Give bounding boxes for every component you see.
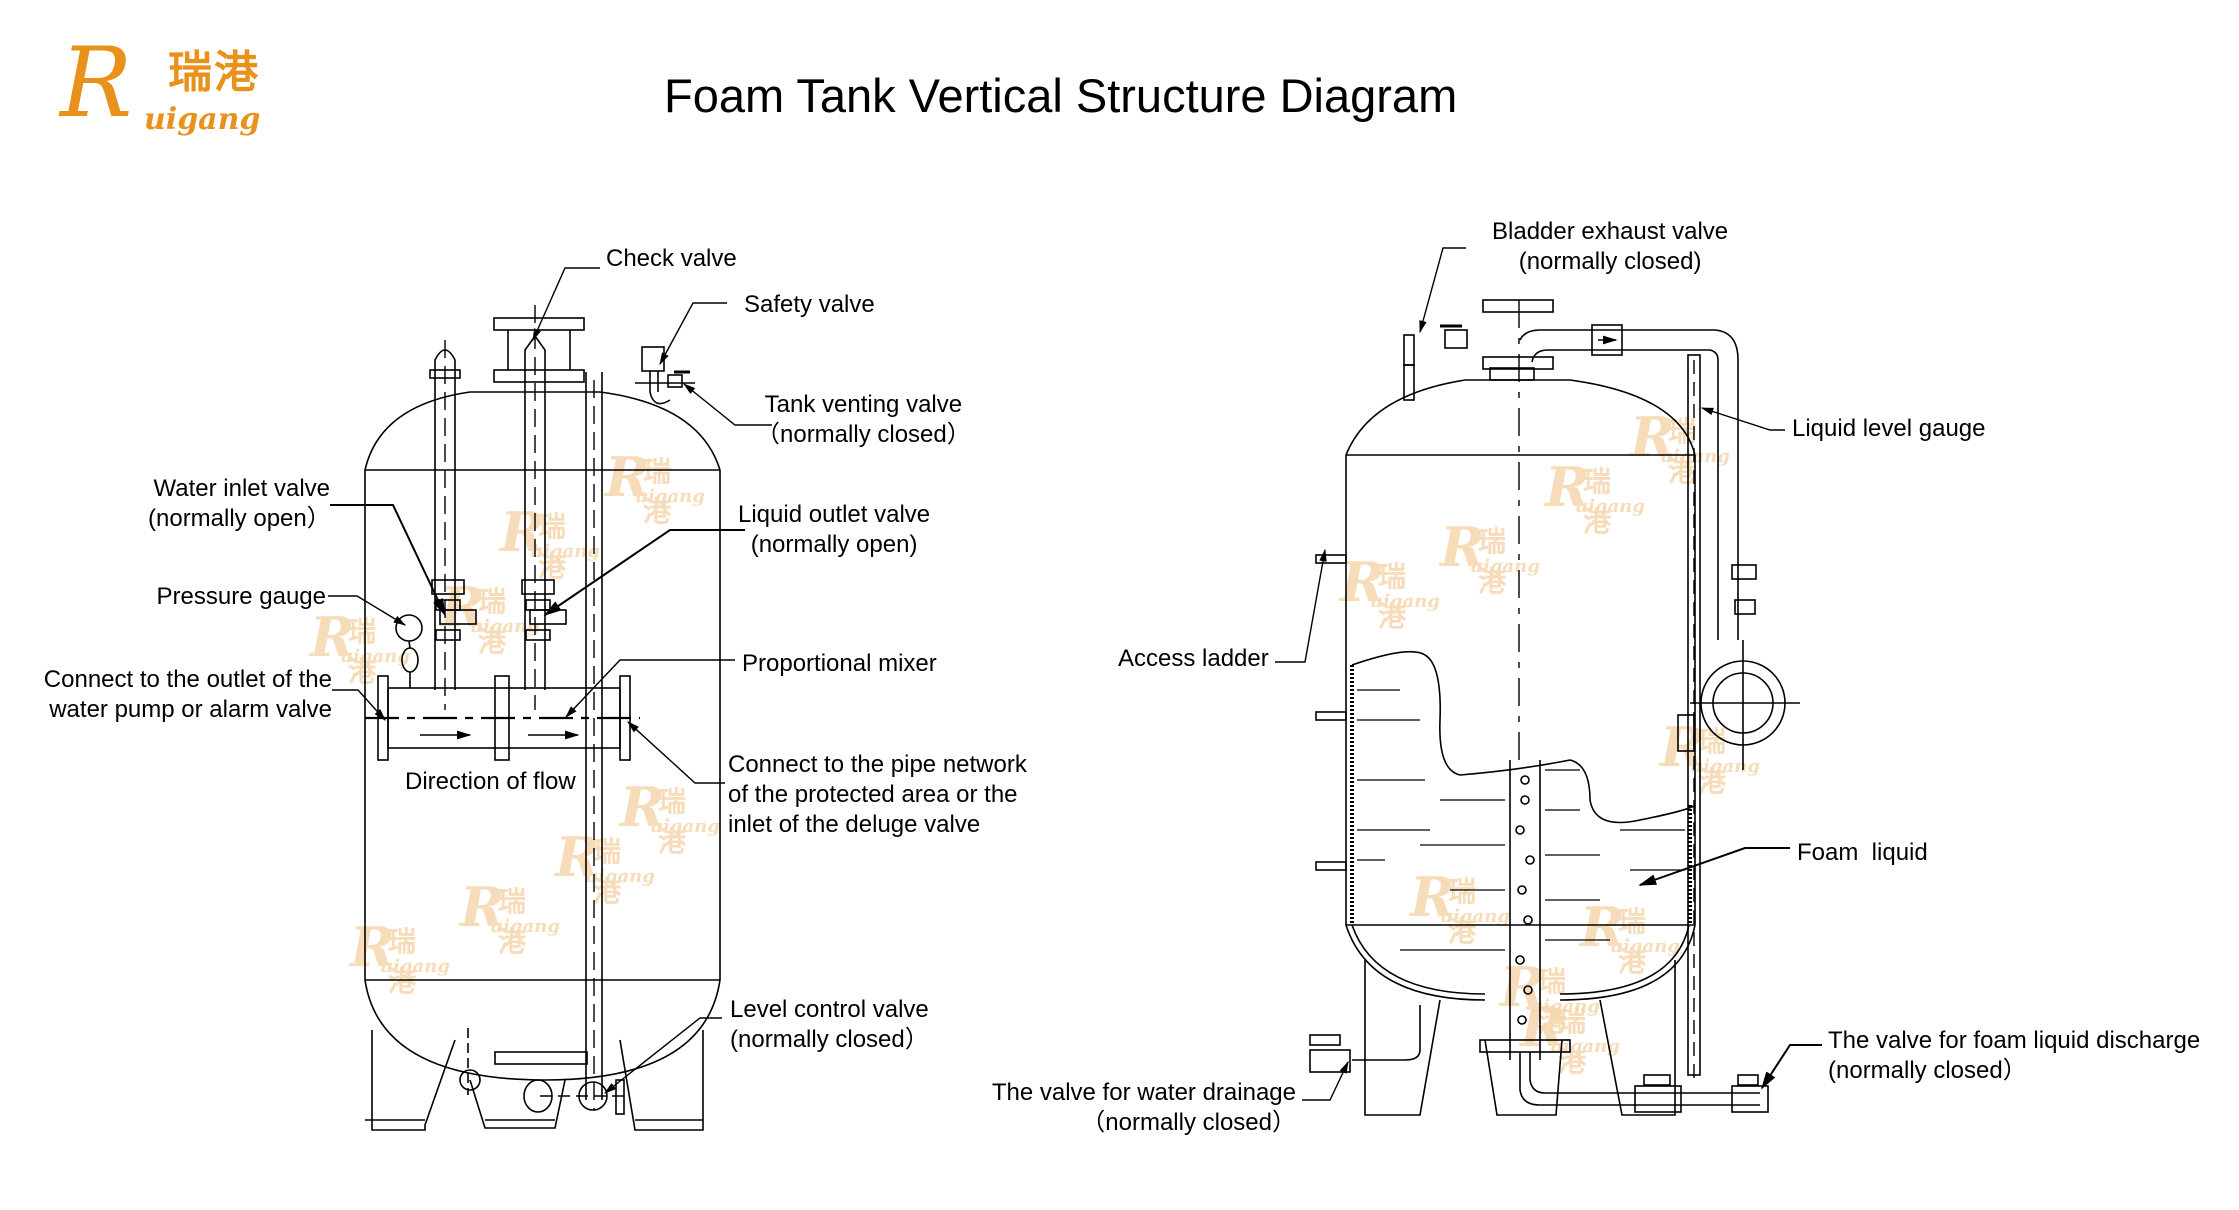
label-connect-pipe-network: Connect to the pipe network of the prote… — [728, 750, 1027, 840]
left-leader-lines — [328, 267, 772, 1094]
label-access-ladder: Access ladder — [1118, 645, 1269, 672]
right-tank-top-head — [1345, 379, 1696, 456]
pressure-gauge — [395, 614, 423, 642]
left-tank-leg — [619, 1030, 704, 1131]
bladder-exhaust-pipe — [1519, 329, 1739, 640]
label-line: (normally closed） — [730, 1026, 929, 1053]
right-tank — [1309, 299, 1800, 1116]
left-tank-leg — [469, 1079, 566, 1129]
label-foam-discharge-valve: The valve for foam liquid discharge (nor… — [1828, 1026, 2200, 1086]
left-tank — [364, 305, 721, 1131]
left-manhole-bottom-flange — [493, 369, 585, 383]
safety-valve — [641, 346, 665, 372]
foam-inner-tube — [1509, 760, 1541, 1060]
right-leader-lines — [1275, 247, 1822, 1101]
label-liquid-outlet-valve: Liquid outlet valve (normally open) — [738, 500, 930, 560]
water-drainage-valve — [1309, 1049, 1351, 1073]
check-valve-arrow — [1591, 324, 1623, 356]
label-connect-water-pump-outlet: Connect to the outlet of the water pump … — [30, 665, 332, 725]
liquid-outlet-valve-body — [521, 579, 555, 595]
left-tank-top-head — [364, 391, 721, 471]
left-tank-leg — [371, 1030, 456, 1131]
label-line: Bladder exhaust valve — [1492, 218, 1729, 245]
label-line: inlet of the deluge valve — [728, 811, 981, 838]
label-line: water pump or alarm valve — [49, 696, 332, 723]
label-proportional-mixer: Proportional mixer — [742, 650, 937, 677]
label-line: Water inlet valve — [153, 475, 330, 502]
access-ladder-rung — [1315, 861, 1347, 871]
label-line: Liquid outlet valve — [738, 501, 931, 528]
label-safety-valve: Safety valve — [744, 291, 875, 318]
bladder-exhaust-valve — [1444, 329, 1468, 349]
water-inlet-valve — [431, 579, 465, 595]
left-tank-shell — [364, 470, 721, 980]
logo-initial: R — [60, 27, 133, 139]
right-tank-bottom-head — [1345, 924, 1696, 1001]
label-line: Connect to the pipe network — [728, 751, 1027, 778]
logo-english-name: uigang — [144, 102, 261, 137]
logo-chinese-name: 瑞港 — [168, 48, 260, 97]
label-line: (normally closed) — [1518, 248, 1702, 275]
page-title: Foam Tank Vertical Structure Diagram — [664, 69, 1458, 122]
label-liquid-level-gauge: Liquid level gauge — [1792, 415, 1986, 442]
label-line: of the protected area or the — [728, 781, 1018, 808]
company-logo: R 瑞港 uigang — [60, 35, 290, 137]
foam-discharge-valve-2 — [1731, 1085, 1769, 1113]
label-tank-venting-valve: Tank venting valve （normally closed） — [756, 390, 971, 450]
label-level-control-valve: Level control valve (normally closed） — [730, 995, 929, 1055]
label-direction-of-flow: Direction of flow — [405, 768, 576, 795]
water-drainage-pipe — [1352, 1005, 1421, 1061]
label-bladder-exhaust-valve: Bladder exhaust valve (normally closed) — [1492, 217, 1728, 277]
label-line: (normally open) — [750, 531, 918, 558]
label-line: The valve for foam liquid discharge — [1828, 1027, 2201, 1054]
label-foam-liquid: Foam liquid — [1797, 839, 1928, 866]
label-check-valve: Check valve — [606, 245, 737, 272]
label-water-inlet-valve: Water inlet valve (normally open） — [148, 474, 331, 534]
label-line: （normally closed） — [1081, 1109, 1296, 1136]
label-line: (normally open） — [148, 505, 331, 532]
right-tank-shell — [1345, 455, 1696, 925]
label-line: The valve for water drainage — [991, 1079, 1296, 1106]
level-pipe — [585, 372, 603, 1100]
label-line: （normally closed） — [756, 421, 971, 448]
left-tank-bottom-head — [364, 979, 721, 1081]
foam-liquid-surface — [1351, 650, 1696, 824]
label-line: Tank venting valve — [764, 391, 963, 418]
foam-discharge-valve-1 — [1634, 1085, 1682, 1113]
access-ladder-rung — [1315, 554, 1347, 564]
label-line: (normally closed） — [1828, 1057, 2027, 1084]
foam-discharge-pipe — [1519, 1052, 1760, 1106]
tank-venting-valve — [667, 374, 683, 388]
access-ladder-rung — [1315, 711, 1347, 721]
label-line: Connect to the outlet of the — [43, 666, 332, 693]
label-water-drainage-valve: The valve for water drainage （normally c… — [980, 1078, 1296, 1138]
label-pressure-gauge: Pressure gauge — [156, 583, 326, 610]
label-line: Level control valve — [730, 996, 929, 1023]
